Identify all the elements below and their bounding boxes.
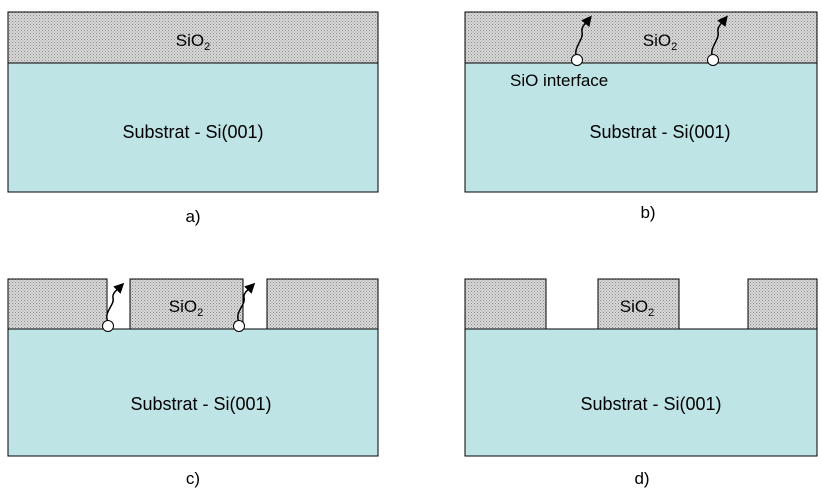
- oxide-layer: [7, 11, 379, 64]
- panel-b: SiO2 SiO interface Substrat - Si(001) b): [464, 11, 818, 222]
- panel-caption: a): [185, 207, 200, 226]
- oxide-label: SiO2: [620, 297, 654, 319]
- substrate: [464, 328, 818, 457]
- void-site: [102, 320, 114, 332]
- interface-label: SiO interface: [510, 71, 608, 90]
- oxide-label: SiO2: [169, 297, 203, 319]
- void-site: [233, 320, 245, 332]
- panel-a: SiO2 Substrat - Si(001) a): [7, 11, 379, 226]
- oxide-island: [747, 278, 818, 330]
- oxide-island: [129, 278, 244, 330]
- panel-caption: b): [640, 203, 655, 222]
- substrate: [7, 62, 379, 193]
- oxide-layer: [464, 11, 818, 64]
- oxide-island: [7, 278, 108, 330]
- substrate-label: Substrat - Si(001): [130, 394, 271, 414]
- oxide-island: [266, 278, 379, 330]
- desorption-arrow: [575, 15, 592, 59]
- oxide-label: SiO2: [643, 31, 677, 53]
- desorption-arrow: [106, 282, 125, 323]
- panel-caption: d): [634, 469, 649, 488]
- void-site: [707, 54, 719, 66]
- panel-caption: c): [186, 469, 200, 488]
- substrate-label: Substrat - Si(001): [122, 122, 263, 142]
- panel-d: SiO2 Substrat - Si(001) d): [464, 278, 818, 488]
- oxide-island: [464, 278, 547, 330]
- void-site: [571, 54, 583, 66]
- substrate: [7, 328, 379, 457]
- substrate-label: Substrat - Si(001): [580, 394, 721, 414]
- desorption-arrow: [237, 282, 256, 323]
- desorption-arrow: [711, 15, 728, 59]
- substrate-label: Substrat - Si(001): [589, 122, 730, 142]
- panel-c: SiO2 Substrat - Si(001) c): [7, 278, 379, 488]
- substrate: [464, 62, 818, 193]
- oxide-label: SiO2: [176, 31, 210, 53]
